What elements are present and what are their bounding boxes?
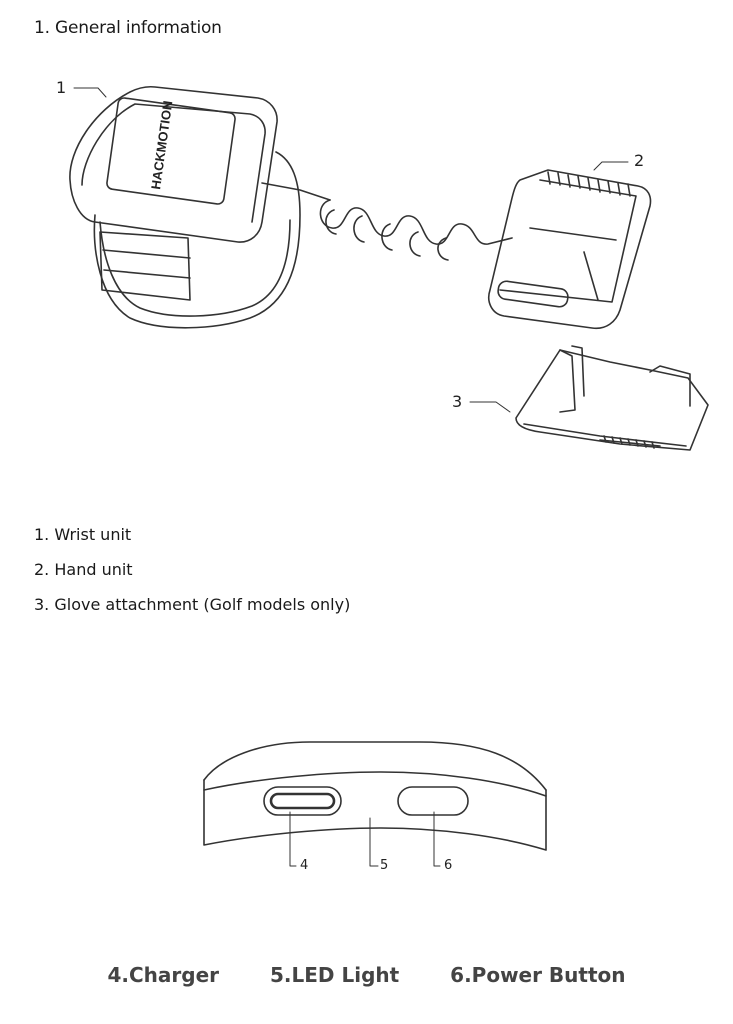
component-legend: 1. Wrist unit 2. Hand unit 3. Glove atta… [34,524,350,629]
glove-attachment [515,345,709,451]
wrist-strap [93,151,301,329]
charger-leader [289,811,297,867]
charger-port-icon [263,786,342,816]
callout-2: 2 [634,151,645,170]
port-captions: 4.Charger 5.LED Light 6.Power Button [0,963,733,987]
caption-charger: 4.Charger [107,963,220,987]
led-light-leader [369,817,379,867]
power-leader [433,811,441,867]
hand-unit [488,169,652,330]
device-edge [203,741,547,851]
power-button-icon [397,786,469,816]
legend-item-hand-unit: 2. Hand unit [34,560,133,579]
callout-1: 1 [56,78,67,97]
callout-3: 3 [452,392,463,411]
port-label-led: 5 [380,858,389,873]
legend-item-glove-attachment: 3. Glove attachment (Golf models only) [34,595,351,614]
caption-led-light: 5.LED Light [269,963,400,987]
callout-3-leader [469,401,511,413]
callout-2-leader [593,161,629,171]
legend-item-wrist-unit: 1. Wrist unit [34,525,132,544]
port-label-charger: 4 [300,858,309,873]
callout-1-leader [73,87,107,98]
caption-power-button: 6.Power Button [450,963,626,987]
port-label-power: 6 [444,858,453,873]
wrist-unit [69,85,278,243]
section-title: 1. General information [34,18,222,38]
device-illustration: HACKMOTION [69,85,709,451]
coiled-cable [261,182,513,261]
port-detail-illustration [203,741,547,867]
